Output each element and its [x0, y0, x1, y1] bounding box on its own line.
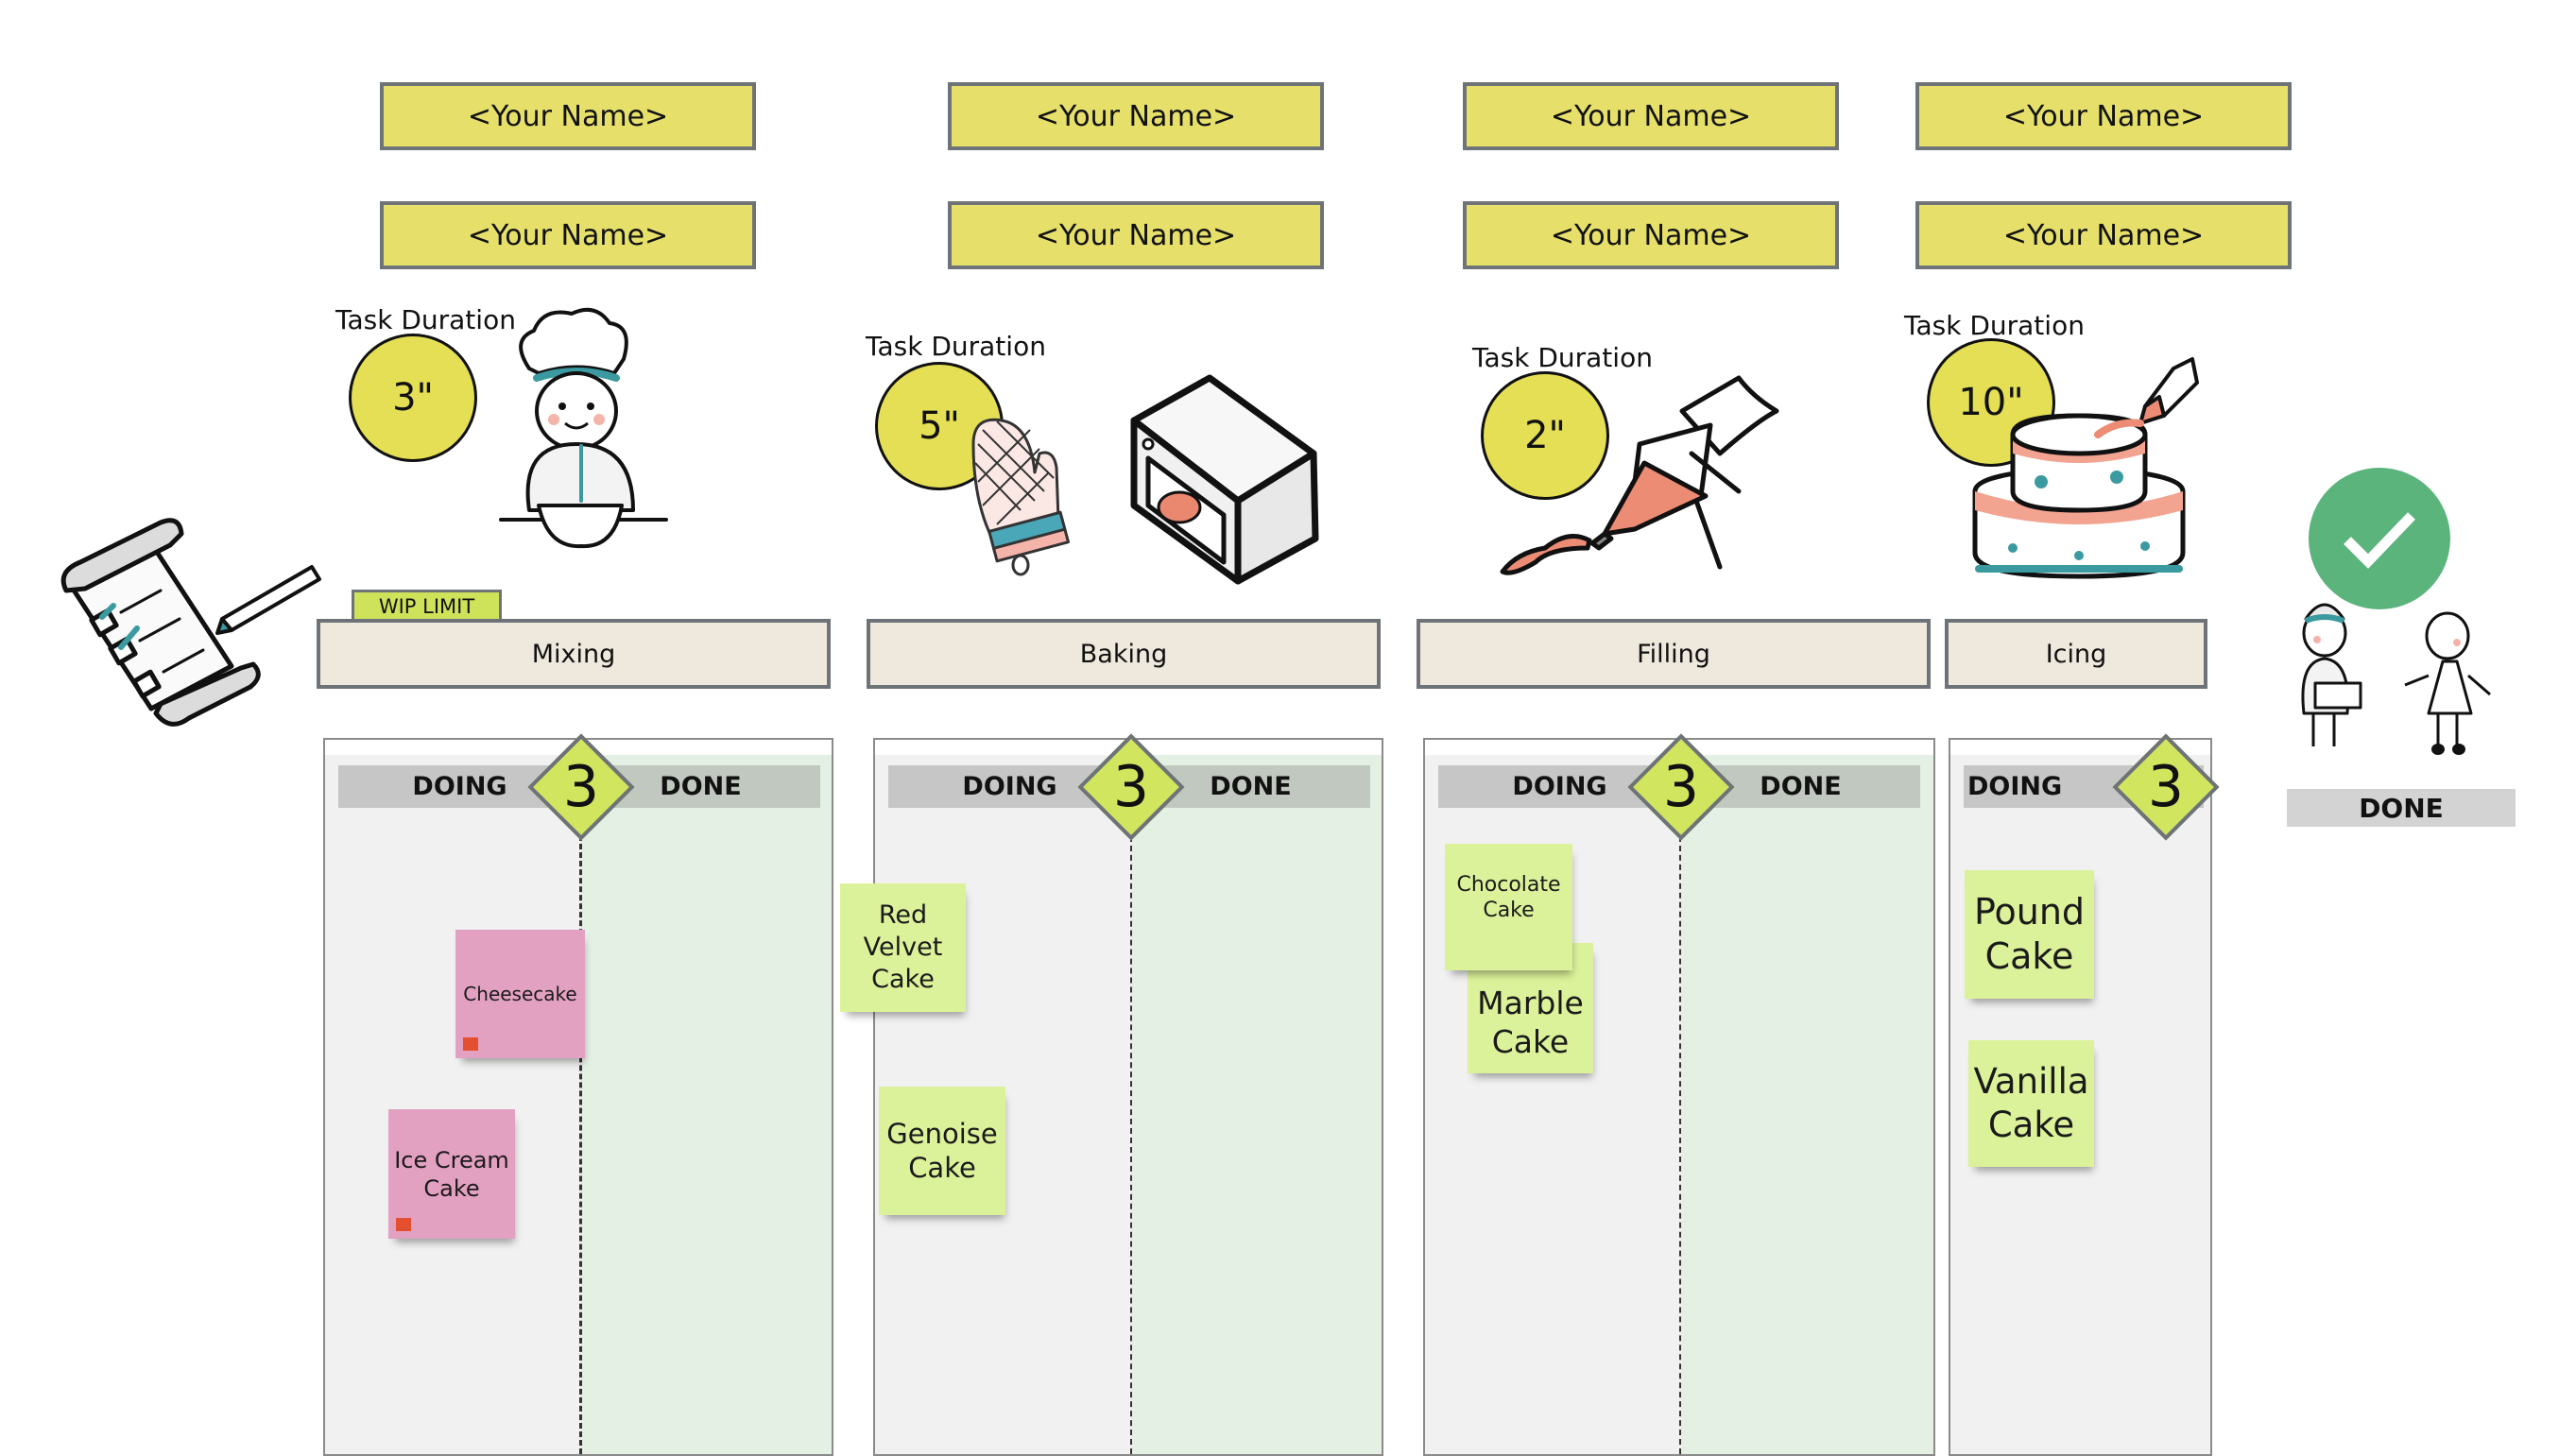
card-red-velvet-cake[interactable]: Red Velvet Cake: [840, 883, 966, 1012]
wip-limit-tag: WIP LIMIT: [352, 590, 502, 621]
wip-limit-value: 3: [1112, 754, 1150, 820]
wip-limit-value: 3: [1662, 754, 1700, 820]
doing-done-divider: [1130, 827, 1132, 1454]
oven-mitt-icon: [971, 418, 1070, 576]
duration-circle-filling[interactable]: 2": [1481, 371, 1609, 500]
name-box-icing-2[interactable]: <Your Name>: [1915, 201, 2292, 269]
blocked-flag-icon: [396, 1218, 411, 1231]
card-label: Cheesecake: [463, 982, 577, 1005]
done-area: [1681, 755, 1933, 1454]
wip-limit-value: 3: [562, 754, 600, 820]
card-label: Red Velvet Cake: [863, 900, 943, 994]
chef-mixing-illustration: [499, 307, 668, 549]
card-pound-cake[interactable]: Pound Cake: [1965, 870, 2094, 999]
customers-illustration: [2301, 603, 2491, 755]
card-label: Chocolate Cake: [1456, 872, 1561, 923]
column-doing-label: DOING: [962, 772, 1057, 801]
card-label: Vanilla Cake: [1973, 1060, 2089, 1145]
done-area: [1131, 755, 1382, 1454]
name-box-mixing-1[interactable]: <Your Name>: [380, 82, 756, 150]
checklist-scroll-icon: [60, 518, 321, 727]
task-duration-label-baking: Task Duration: [866, 331, 1046, 362]
piping-bag-icon: [1500, 375, 1779, 575]
stage-header-baking[interactable]: Baking: [867, 619, 1381, 689]
task-duration-label-mixing: Task Duration: [335, 304, 516, 335]
card-cheesecake[interactable]: Cheesecake: [455, 930, 585, 1058]
task-duration-label-icing: Task Duration: [1904, 310, 2085, 341]
panel-mixing: DOING DONE 3: [323, 733, 833, 1456]
column-doing-label: DOING: [412, 772, 507, 801]
doing-done-divider: [579, 827, 582, 1454]
name-box-filling-2[interactable]: <Your Name>: [1463, 201, 1839, 269]
done-check-icon: [2309, 468, 2450, 609]
name-box-mixing-2[interactable]: <Your Name>: [380, 201, 756, 269]
card-label: Marble Cake: [1477, 984, 1584, 1060]
oven-icon: [1130, 374, 1319, 585]
stage-header-mixing[interactable]: Mixing: [317, 619, 831, 689]
name-box-filling-1[interactable]: <Your Name>: [1463, 82, 1839, 150]
duration-circle-mixing[interactable]: 3": [349, 334, 477, 462]
done-area: [581, 755, 832, 1454]
card-label: Genoise Cake: [886, 1117, 998, 1184]
card-label: Ice Cream Cake: [394, 1146, 509, 1202]
card-genoise-cake[interactable]: Genoise Cake: [879, 1087, 1005, 1215]
name-box-baking-2[interactable]: <Your Name>: [948, 201, 1324, 269]
name-box-icing-1[interactable]: <Your Name>: [1915, 82, 2292, 150]
blocked-flag-icon: [463, 1037, 478, 1051]
stage-header-icing[interactable]: Icing: [1945, 619, 2207, 689]
card-vanilla-cake[interactable]: Vanilla Cake: [1968, 1040, 2094, 1167]
card-ice-cream-cake[interactable]: Ice Cream Cake: [388, 1109, 515, 1239]
card-label: Pound Cake: [1973, 890, 2086, 978]
card-chocolate-cake[interactable]: Chocolate Cake: [1445, 844, 1572, 970]
stage-header-filling[interactable]: Filling: [1417, 619, 1931, 689]
final-done-column-header: DONE: [2287, 789, 2516, 827]
name-box-baking-1[interactable]: <Your Name>: [948, 82, 1324, 150]
task-duration-label-filling: Task Duration: [1472, 342, 1653, 373]
column-doing-label: DOING: [1967, 772, 2063, 801]
column-doing-label: DOING: [1512, 772, 1607, 801]
wip-limit-value: 3: [2147, 754, 2185, 820]
doing-done-divider: [1679, 827, 1681, 1454]
tiered-cake-icon: [1972, 357, 2199, 579]
